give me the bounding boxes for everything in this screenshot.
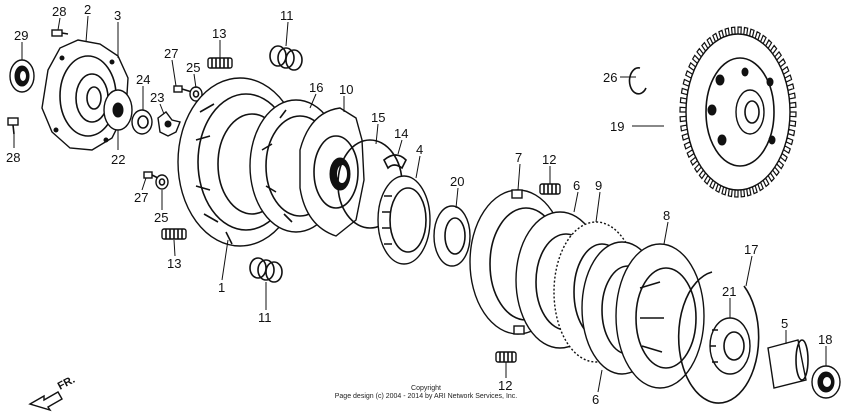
callout-3: 3 bbox=[114, 8, 121, 23]
callout-4: 4 bbox=[416, 142, 423, 157]
arrow-left-icon bbox=[28, 391, 63, 412]
copyright-line-2: Page design (c) 2004 - 2014 by ARI Netwo… bbox=[335, 393, 518, 400]
bolt-28-bottom[interactable] bbox=[7, 117, 19, 135]
callout-11-top: 11 bbox=[280, 8, 294, 23]
callout-27-bottom: 27 bbox=[134, 190, 148, 205]
callout-26: 26 bbox=[603, 70, 617, 85]
callout-2: 2 bbox=[84, 2, 91, 17]
callout-12-top: 12 bbox=[542, 152, 556, 167]
callout-17: 17 bbox=[744, 242, 758, 257]
washer-24[interactable] bbox=[131, 109, 153, 135]
callout-25-bottom: 25 bbox=[154, 210, 168, 225]
spring-13-top[interactable] bbox=[207, 57, 233, 69]
callout-10: 10 bbox=[339, 82, 353, 97]
pump-gear-22[interactable] bbox=[103, 89, 133, 131]
callout-9: 9 bbox=[595, 178, 602, 193]
snap-ring-26[interactable] bbox=[628, 67, 647, 95]
thrust-washer-20[interactable] bbox=[433, 205, 471, 267]
callout-21: 21 bbox=[722, 284, 736, 299]
direction-label: FR. bbox=[56, 374, 77, 393]
spring-11-bottom[interactable] bbox=[249, 257, 283, 283]
callout-22: 22 bbox=[111, 152, 125, 167]
washer-25-bottom[interactable] bbox=[155, 174, 169, 190]
spring-13-bottom[interactable] bbox=[161, 228, 187, 240]
callout-12-bottom: 12 bbox=[498, 378, 512, 393]
callout-20: 20 bbox=[450, 174, 464, 189]
callout-23: 23 bbox=[150, 90, 164, 105]
callout-7: 7 bbox=[515, 150, 522, 165]
bolt-28-top[interactable] bbox=[51, 29, 69, 37]
leader-lines bbox=[13, 15, 827, 393]
callout-11-bottom: 11 bbox=[258, 310, 272, 325]
front-direction-arrow: FR. bbox=[28, 374, 77, 412]
oil-seal-18[interactable] bbox=[811, 365, 841, 399]
spring-12-bottom[interactable] bbox=[495, 351, 517, 363]
star-gear-23[interactable] bbox=[157, 111, 181, 137]
callout-6-bottom: 6 bbox=[592, 392, 599, 407]
callout-13-top: 13 bbox=[212, 26, 226, 41]
bearing-29[interactable] bbox=[9, 59, 35, 93]
callout-16: 16 bbox=[309, 80, 323, 95]
snap-ring-17[interactable] bbox=[677, 271, 760, 404]
callout-6-top: 6 bbox=[573, 178, 580, 193]
callout-25-top: 25 bbox=[186, 60, 200, 75]
callout-14: 14 bbox=[394, 126, 408, 141]
bolt-27-top[interactable] bbox=[173, 85, 193, 93]
spring-retainer-14[interactable] bbox=[383, 154, 407, 170]
callout-15: 15 bbox=[371, 110, 385, 125]
one-way-clutch-4[interactable] bbox=[377, 175, 431, 265]
copyright-line-1: Copyright bbox=[411, 385, 441, 392]
callout-29: 29 bbox=[14, 28, 28, 43]
washer-25-top[interactable] bbox=[189, 86, 203, 102]
callout-28-bottom: 28 bbox=[6, 150, 20, 165]
callout-28-top: 28 bbox=[52, 4, 66, 19]
gear-teeth bbox=[679, 26, 797, 198]
callout-13-bottom: 13 bbox=[167, 256, 181, 271]
callout-1: 1 bbox=[218, 280, 225, 295]
callout-27-top: 27 bbox=[164, 46, 178, 61]
spring-12-top[interactable] bbox=[539, 183, 561, 195]
bushing-5[interactable] bbox=[767, 339, 809, 389]
callout-18: 18 bbox=[818, 332, 832, 347]
callout-8: 8 bbox=[663, 208, 670, 223]
spring-11-top[interactable] bbox=[269, 45, 303, 71]
driven-gear-19[interactable] bbox=[679, 26, 797, 198]
callout-5: 5 bbox=[781, 316, 788, 331]
pressure-plate-8[interactable] bbox=[615, 243, 705, 389]
callout-24: 24 bbox=[136, 72, 150, 87]
gear-21[interactable] bbox=[709, 317, 751, 375]
clutch-hub-10[interactable] bbox=[299, 107, 365, 237]
copyright-notice: Copyright Page design (c) 2004 - 2014 by… bbox=[335, 385, 518, 400]
bolt-27-bottom[interactable] bbox=[143, 171, 159, 179]
callouts: 28 2 3 29 28 24 23 22 27 25 13 11 16 10 … bbox=[6, 2, 832, 407]
callout-19: 19 bbox=[610, 119, 624, 134]
